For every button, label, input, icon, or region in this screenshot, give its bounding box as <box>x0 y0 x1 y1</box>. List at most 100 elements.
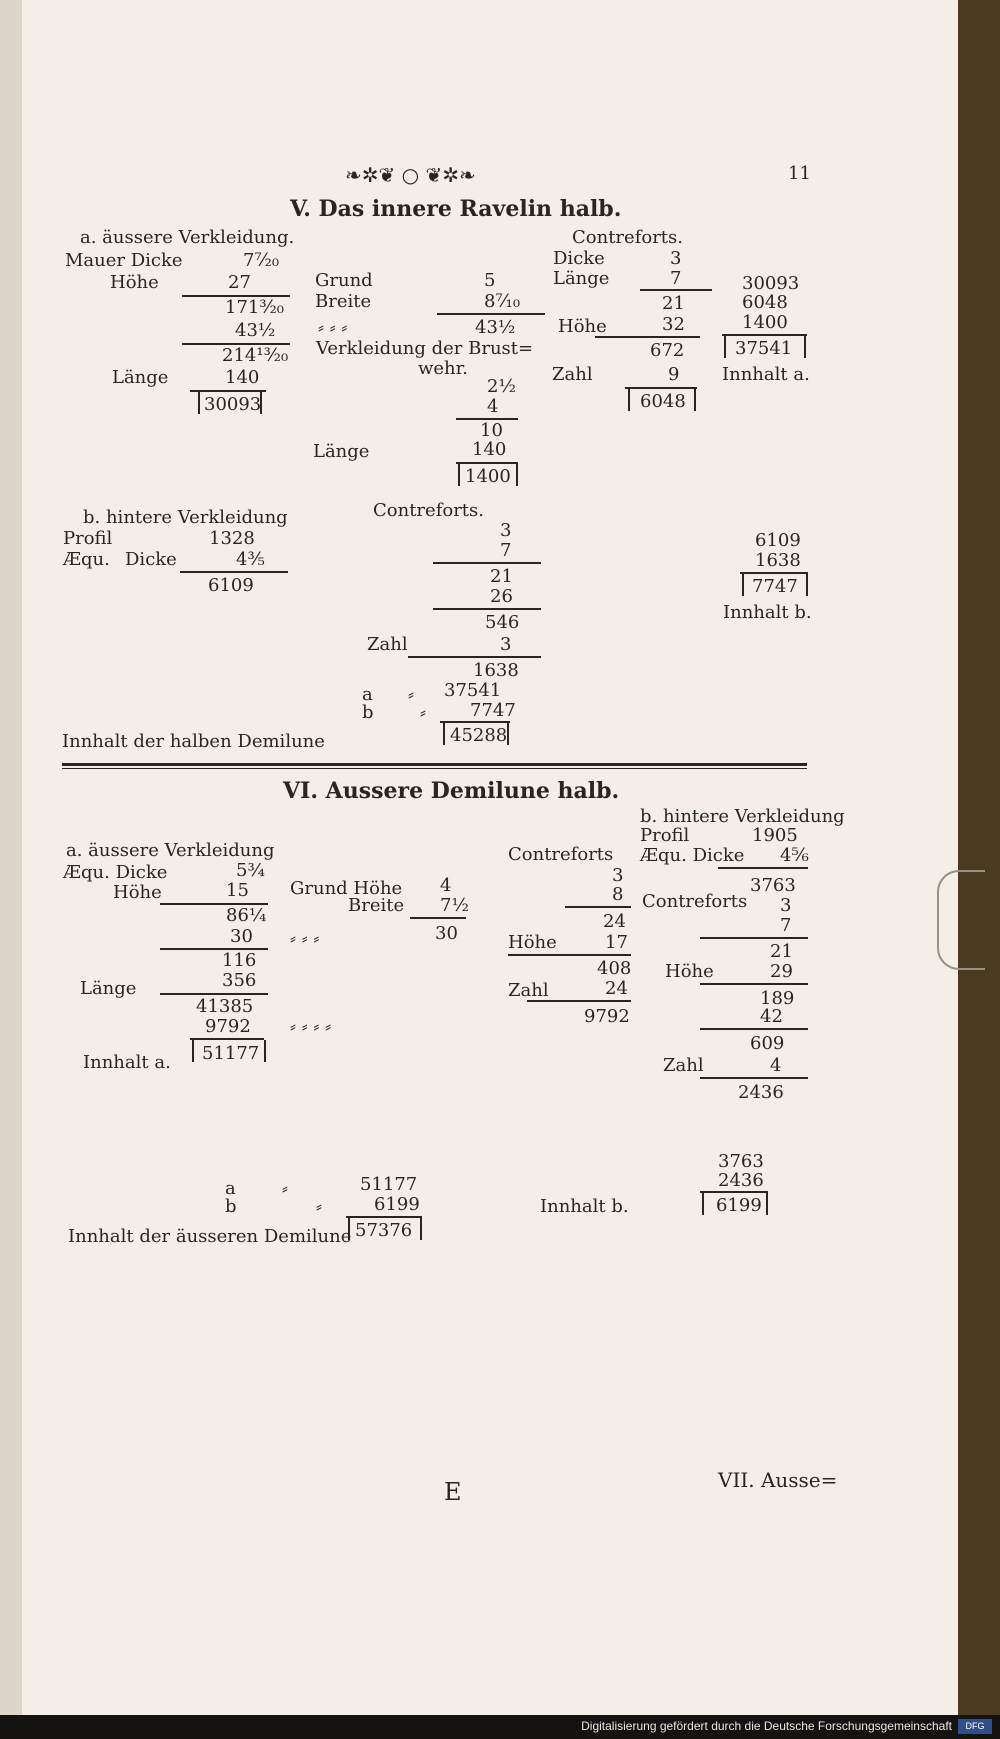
parapet-length: 140 <box>472 439 507 460</box>
sum-b-v1: 3763 <box>718 1151 764 1172</box>
rcf-v1: 3 <box>780 895 792 916</box>
total-b-value: 7747 <box>470 700 516 721</box>
result-box <box>458 464 518 486</box>
total-label: Innhalt der halben Demilune <box>62 731 325 752</box>
product-value: 672 <box>650 340 685 361</box>
catchword: VII. Ausse= <box>718 1468 838 1492</box>
height-value: 17 <box>605 932 628 953</box>
ground-label: Grund <box>315 270 373 291</box>
rule <box>190 1038 264 1040</box>
contreforts-label: Contreforts <box>508 844 614 865</box>
height-value: 32 <box>662 314 685 335</box>
rule <box>595 336 700 338</box>
dfg-logo: DFG <box>958 1719 992 1734</box>
rule <box>437 313 545 315</box>
rule <box>718 867 808 869</box>
height-label: Höhe <box>113 882 162 903</box>
rcf-p4: 609 <box>750 1033 785 1054</box>
sum-a-result: 37541 <box>735 338 793 359</box>
parapet-product: 10 <box>480 420 503 441</box>
width-label: Breite <box>348 895 405 916</box>
total-a-value: 37541 <box>444 680 502 701</box>
result-box <box>628 389 696 411</box>
count-label: Zahl <box>367 634 408 655</box>
height-value: 29 <box>770 961 793 982</box>
equ-label: Æqu. <box>63 549 110 570</box>
sum-value: 214¹³⁄₂₀ <box>222 345 289 366</box>
total-label: Innhalt der äusseren Demilune <box>68 1226 352 1247</box>
thickness-label: Dicke <box>125 549 177 570</box>
count-label: Zahl <box>508 980 549 1001</box>
rule <box>410 917 466 919</box>
parapet-label-cont: wehr. <box>418 358 469 379</box>
cf-result: 9792 <box>584 1006 630 1027</box>
rcf-p3: 42 <box>760 1006 783 1027</box>
rear-cladding-label: b. hintere Verkleidung <box>83 507 288 528</box>
footer-bar: Digitalisierung gefördert durch die Deut… <box>0 1715 1000 1739</box>
rear-cladding-label: b. hintere Verkleidung <box>640 806 845 827</box>
height-label: Höhe <box>110 272 159 293</box>
sum-b-result: 6199 <box>716 1195 762 1216</box>
rc-v1: 3 <box>500 520 512 541</box>
p2-value: 41385 <box>196 996 254 1017</box>
rule <box>700 937 808 939</box>
ditto-dots: ⸗ <box>316 1196 322 1217</box>
s1-value: 116 <box>222 950 257 971</box>
rear-contreforts-label: Contreforts <box>642 891 748 912</box>
result-box <box>192 1040 266 1062</box>
result-box <box>198 392 262 414</box>
ditto-dots: ⸗ ⸗ ⸗ ⸗ <box>290 1016 332 1037</box>
height-label: Höhe <box>665 961 714 982</box>
rule <box>508 954 631 956</box>
base-height: 4 <box>440 875 452 896</box>
p1-value: 86¼ <box>226 905 267 926</box>
total-a-label: a <box>362 684 373 705</box>
profile-value: 1328 <box>209 528 255 549</box>
rc-result: 1638 <box>473 660 519 681</box>
sum-b-result: 7747 <box>752 576 798 597</box>
thickness-value: 3 <box>670 248 682 269</box>
length-value: 7 <box>670 268 682 289</box>
rule <box>182 295 290 297</box>
total-result: 45288 <box>450 725 508 746</box>
count-value: 9 <box>668 364 680 385</box>
parapet-v2: 4 <box>487 396 499 417</box>
count-value: 4 <box>770 1055 782 1076</box>
ground-value: 5 <box>484 270 496 291</box>
sum-b-label: Innhalt b. <box>540 1196 629 1217</box>
length-label: Länge <box>553 268 610 289</box>
base-product: 43½ <box>475 317 516 338</box>
cf-p2: 408 <box>597 958 632 979</box>
rear-result: 6109 <box>208 575 254 596</box>
rule <box>160 903 268 905</box>
width-value: 7½ <box>440 895 469 916</box>
outer-cladding-label: a. äussere Verkleidung. <box>80 227 295 248</box>
rc-v2: 7 <box>500 540 512 561</box>
rcf-v2: 7 <box>780 915 792 936</box>
rule <box>722 334 807 336</box>
equ-label: Æqu. Dicke <box>63 862 168 883</box>
add2-value: 9792 <box>205 1016 251 1037</box>
book-edge <box>958 0 1000 1739</box>
footer-text: Digitalisierung gefördert durch die Deut… <box>581 1719 952 1733</box>
sum-b-label: Innhalt b. <box>723 602 812 623</box>
rule <box>625 387 697 389</box>
page-number: 11 <box>788 163 811 184</box>
rule <box>182 343 290 345</box>
base-product: 30 <box>435 923 458 944</box>
ditto-dots: ⸗ ⸗ ⸗ <box>290 928 320 949</box>
profile-label: Profil <box>640 825 690 846</box>
base-label: Grund Höhe <box>290 878 403 899</box>
ditto-dots: ⸗ ⸗ ⸗ <box>318 317 348 338</box>
count-label: Zahl <box>552 364 593 385</box>
length-label: Länge <box>80 978 137 999</box>
section-divider-thin <box>62 768 807 769</box>
total-result: 57376 <box>355 1220 413 1241</box>
sum-a-v1: 30093 <box>742 273 800 294</box>
length-label: Länge <box>112 367 169 388</box>
height-value: 27 <box>228 272 251 293</box>
result-box <box>443 723 509 745</box>
rear-result: 3763 <box>750 875 796 896</box>
rule <box>160 948 268 950</box>
wall-thickness-value: 7⁷⁄₂₀ <box>243 250 280 271</box>
